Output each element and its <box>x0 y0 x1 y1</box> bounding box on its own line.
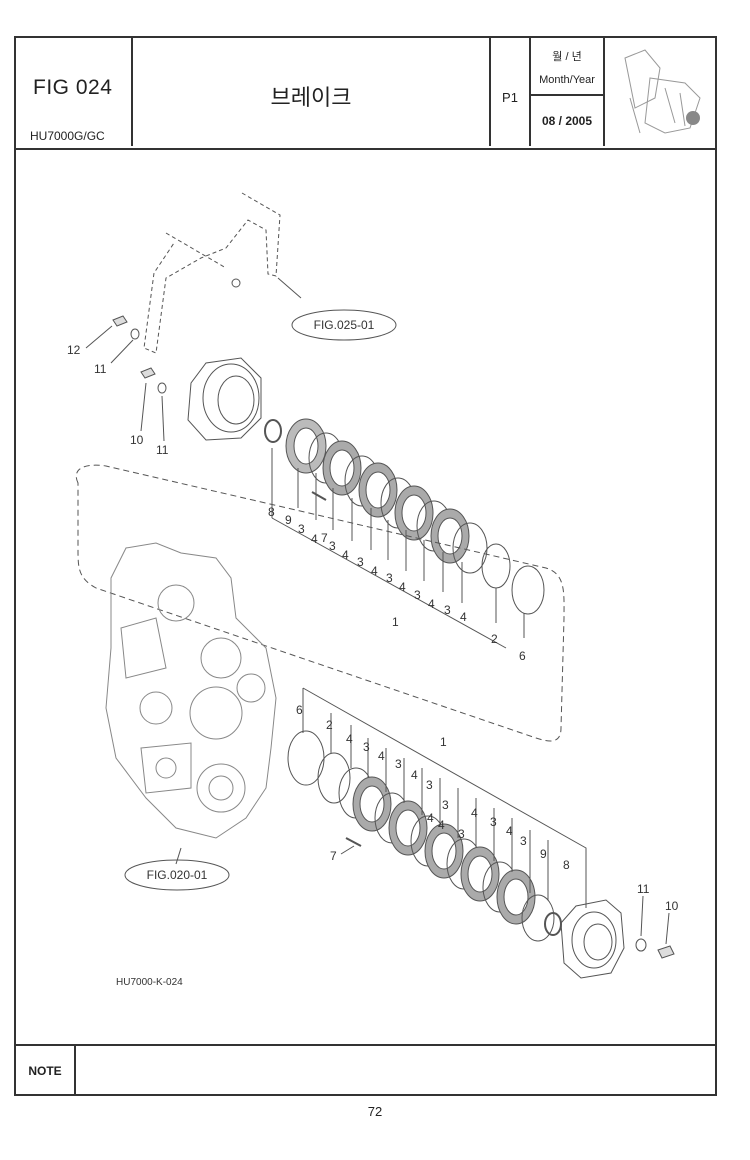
exploded-view: 12 11 10 11 8 9 3 4 7 3 4 3 4 3 4 3 4 3 … <box>16 148 717 1044</box>
callout-label: 6 <box>519 649 526 663</box>
callout-label: 4 <box>378 749 385 763</box>
callout-label: 4 <box>506 824 513 838</box>
title-cell: 브레이크 <box>133 38 491 146</box>
callout-label: 11 <box>156 443 169 457</box>
callout-label: 8 <box>563 858 570 872</box>
callout-label: 4 <box>371 564 378 578</box>
page-code-cell: P1 <box>491 38 531 146</box>
callout-label: 3 <box>298 522 305 536</box>
callout-label: 3 <box>490 815 497 829</box>
date-cell: 월 / 년 Month/Year 08 / 2005 <box>531 38 605 146</box>
callout-label: 11 <box>94 362 107 376</box>
ref-label-upper: FIG.025-01 <box>314 318 375 332</box>
callout-label: 10 <box>130 433 144 447</box>
model-code: HU7000G/GC <box>30 129 105 143</box>
callout-label: 4 <box>399 580 406 594</box>
note-row: NOTE <box>16 1044 715 1096</box>
callout-label: 10 <box>665 899 679 913</box>
parts-sheet: FIG 024 HU7000G/GC 브레이크 P1 월 / 년 Month/Y… <box>14 36 717 1096</box>
callout-label: 8 <box>268 505 275 519</box>
issue-date: 08 / 2005 <box>541 114 593 128</box>
callout-label: 9 <box>285 513 292 527</box>
transmission-housing <box>105 542 277 839</box>
callout-label: 3 <box>395 757 402 771</box>
drawing-code: HU7000-K-024 <box>116 977 183 988</box>
callout-label: 4 <box>342 548 349 562</box>
callout-label: 1 <box>440 735 447 749</box>
page-title: 브레이크 <box>270 85 352 110</box>
ref-bubble-upper <box>291 309 397 341</box>
callout-label: 1 <box>392 615 399 629</box>
page-number: 72 <box>367 1104 383 1119</box>
thumbnail-cell <box>605 38 717 146</box>
callout-label: 7 <box>321 531 328 545</box>
callout-label: 2 <box>491 632 498 646</box>
callout-label: 4 <box>471 806 478 820</box>
callout-label: 4 <box>427 811 434 825</box>
upper-disc-stack <box>285 418 545 615</box>
callout-label: 4 <box>346 732 353 746</box>
callout-label: 4 <box>311 532 318 546</box>
callout-label: 6 <box>296 703 303 717</box>
callout-label: 3 <box>444 603 451 617</box>
callout-label: 3 <box>363 740 370 754</box>
callout-label: 4 <box>438 818 445 832</box>
callout-labels: 12 11 10 11 8 9 3 4 7 3 4 3 4 3 4 3 4 3 … <box>67 318 679 988</box>
title-block: FIG 024 HU7000G/GC 브레이크 P1 월 / 년 Month/Y… <box>16 38 715 150</box>
tractor-thumbnail <box>624 49 701 134</box>
month-year-label-en: Month/Year <box>539 74 595 86</box>
callout-label: 3 <box>414 588 421 602</box>
callout-label: 12 <box>67 343 81 357</box>
ref-bubble-lower <box>124 859 230 891</box>
callout-label: 11 <box>637 882 650 896</box>
callout-label: 3 <box>458 827 465 841</box>
callout-label: 4 <box>411 768 418 782</box>
callout-label: 3 <box>426 778 433 792</box>
figure-number: FIG 024 <box>33 76 113 99</box>
brake-diagram: 12 11 10 11 8 9 3 4 7 3 4 3 4 3 4 3 4 3 … <box>67 192 679 988</box>
callout-label: 3 <box>357 555 364 569</box>
page-code: P1 <box>502 90 518 105</box>
ref-label-lower: FIG.020-01 <box>147 868 208 882</box>
callout-label: 3 <box>442 798 449 812</box>
callout-label: 4 <box>428 597 435 611</box>
callout-label: 3 <box>329 539 336 553</box>
callout-label: 7 <box>330 849 337 863</box>
thumbnail-dot-icon <box>686 111 700 125</box>
callout-label: 4 <box>460 610 467 624</box>
lower-disc-stack <box>287 730 562 942</box>
month-year-label-ko: 월 / 년 <box>552 51 582 63</box>
callout-label: 2 <box>326 718 333 732</box>
note-label: NOTE <box>16 1046 76 1096</box>
callout-label: 3 <box>386 571 393 585</box>
figure-cell: FIG 024 HU7000G/GC <box>16 38 133 146</box>
callout-label: 9 <box>540 847 547 861</box>
callout-label: 3 <box>520 834 527 848</box>
